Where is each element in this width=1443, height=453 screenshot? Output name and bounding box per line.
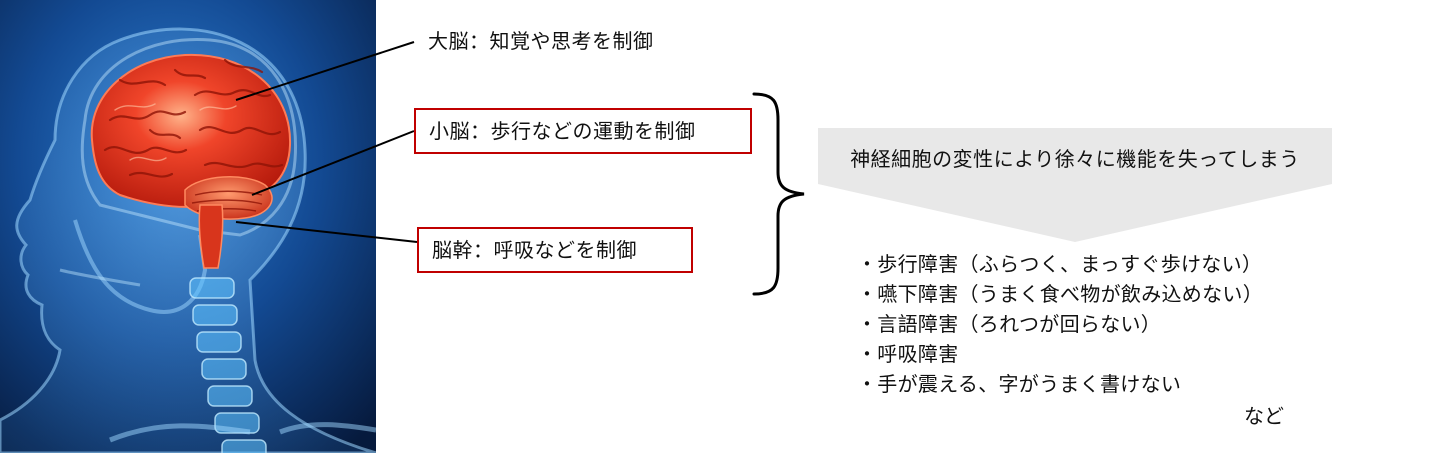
symptom-item-tremor: ・手が震える、字がうまく書けない (857, 372, 1182, 396)
symptom-item-speech: ・言語障害（ろれつが回らない） (857, 312, 1162, 336)
symptom-list: ・歩行障害（ふらつく、まっすぐ歩けない） ・嚥下障害（うまく食べ物が飲み込めない… (857, 249, 1263, 399)
curly-brace (752, 92, 805, 296)
degeneration-statement: 神経細胞の変性により徐々に機能を失ってしまう (850, 147, 1300, 171)
symptom-item-swallowing: ・嚥下障害（うまく食べ物が飲み込めない） (857, 282, 1263, 306)
cerebellum-label: 小脳：歩行などの運動を制御 (414, 108, 752, 154)
cerebrum-label: 大脳：知覚や思考を制御 (428, 29, 654, 53)
symptom-item-breathing: ・呼吸障害 (857, 342, 959, 366)
etc-label: など (1244, 404, 1284, 428)
brainstem-label: 脳幹：呼吸などを制御 (417, 227, 693, 273)
brain-anatomy-illustration (0, 0, 376, 453)
down-arrow-shape (818, 128, 1332, 242)
symptom-item-gait: ・歩行障害（ふらつく、まっすぐ歩けない） (857, 252, 1263, 276)
